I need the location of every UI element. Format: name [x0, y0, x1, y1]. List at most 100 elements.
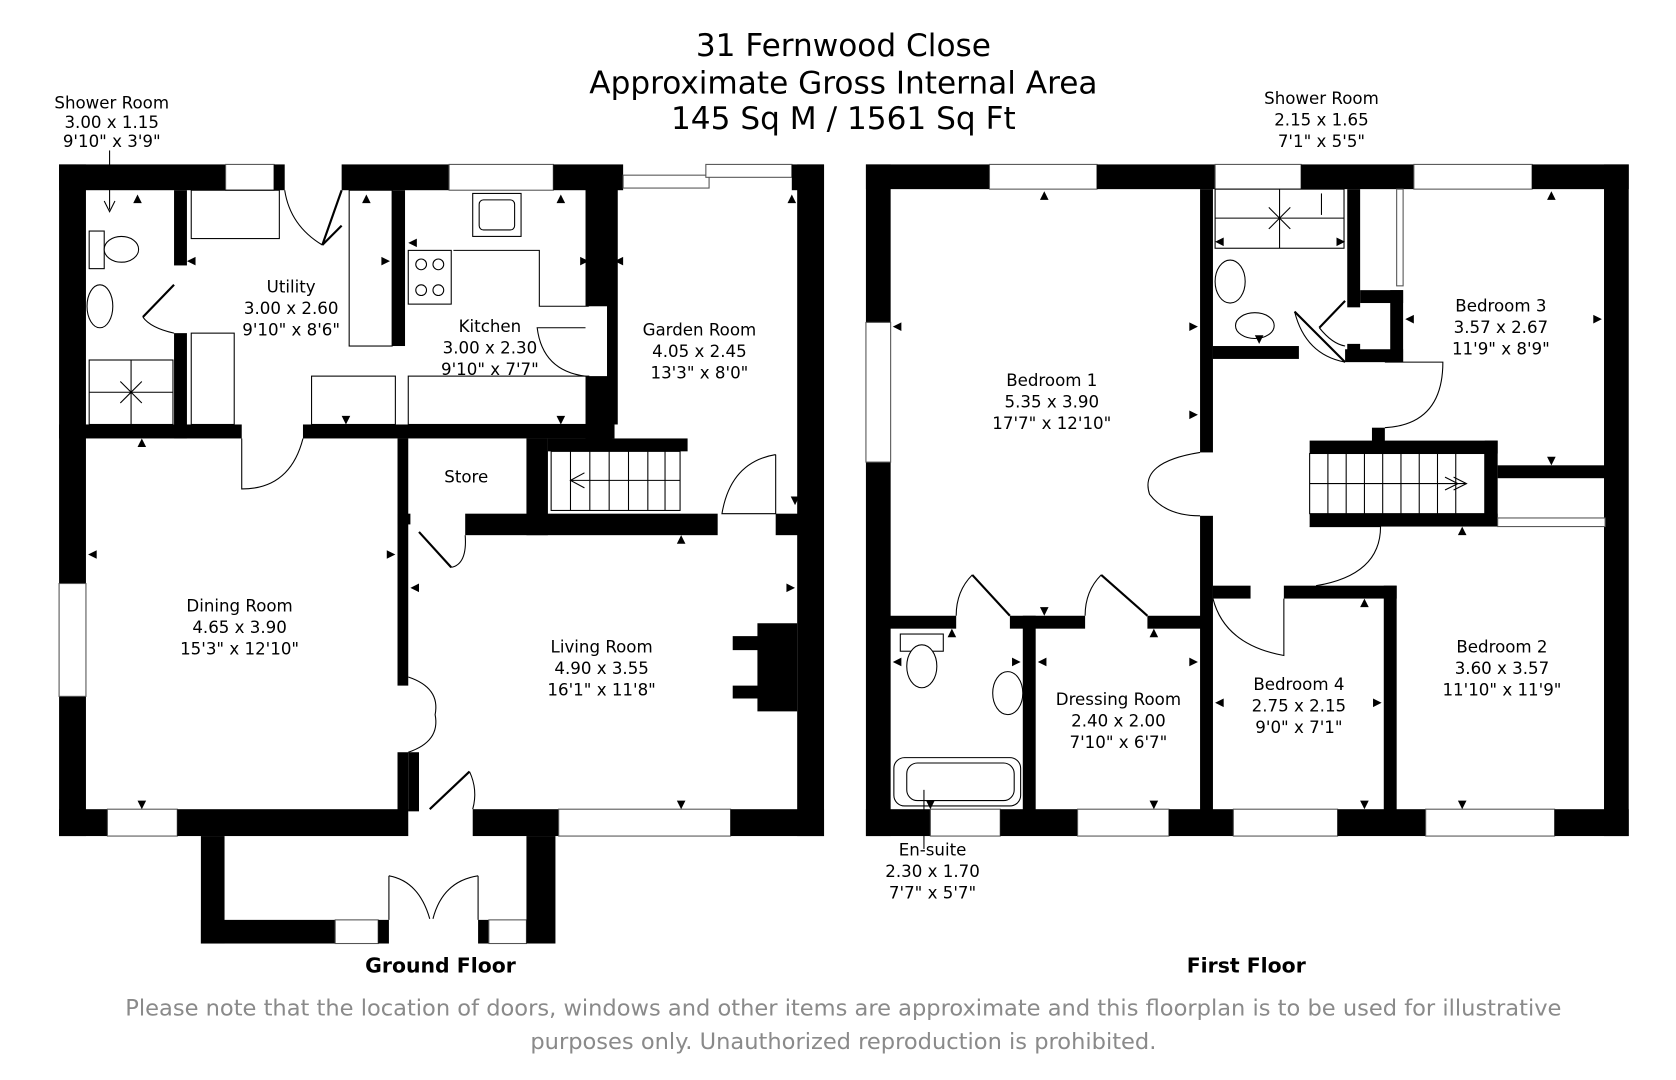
gf-dining-south-window — [106, 808, 178, 837]
gf-porch-wall — [526, 836, 556, 944]
ff-bed4-east-wall — [1383, 585, 1397, 812]
gf-garden-slider-b — [705, 163, 793, 178]
ff-stair-wall — [1309, 513, 1498, 527]
ff-bed1-east-wall — [1200, 189, 1213, 453]
ff-bed3-south-wall — [1497, 465, 1616, 479]
gf-west-wall — [59, 164, 86, 837]
gf-wall-seg — [273, 164, 285, 191]
gf-store-wall — [526, 438, 548, 536]
gf-kitchen-wall — [585, 171, 613, 307]
address-title: 31 Fernwood Close — [696, 28, 991, 64]
room-metric: 5.35 x 3.90 — [1005, 392, 1100, 411]
gf-wall-seg — [730, 809, 825, 837]
gf-porch-wall — [378, 919, 389, 944]
room-metric: 3.00 x 2.30 — [443, 339, 538, 358]
ff-room-shower: Shower Room 2.15 x 1.65 7'1" x 5'5" — [1264, 89, 1379, 151]
room-imperial: 9'0" x 7'1" — [1255, 718, 1342, 737]
gf-wall-seg — [59, 809, 108, 837]
room-metric: 2.75 x 2.15 — [1252, 696, 1347, 715]
ff-cupboard-wall — [1345, 349, 1404, 363]
room-name: Bedroom 4 — [1253, 675, 1344, 694]
room-imperial: 7'7" x 5'7" — [889, 883, 976, 902]
room-metric: 3.60 x 3.57 — [1455, 659, 1550, 678]
gf-porch-wall — [200, 919, 336, 944]
room-name: Shower Room — [54, 94, 169, 113]
gf-wall-seg — [397, 513, 411, 525]
room-imperial: 17'7" x 12'10" — [992, 414, 1111, 433]
ff-shower-wall — [1347, 189, 1361, 308]
ff-wall-seg — [1000, 809, 1078, 837]
room-name: Kitchen — [459, 317, 522, 336]
gf-wall-seg — [775, 513, 800, 536]
ff-shower-window — [1214, 163, 1302, 190]
gf-shower-wall — [174, 333, 187, 439]
basin-icon — [992, 671, 1024, 716]
gf-kitchen-window — [448, 163, 554, 191]
gf-window — [225, 163, 275, 191]
toilet-cistern-icon — [88, 230, 105, 270]
gf-porch-window — [334, 919, 379, 945]
basin-icon — [86, 284, 114, 329]
gf-room-shower: Shower Room 3.00 x 1.15 9'10" x 3'9" — [54, 94, 169, 152]
ff-wardrobe-slider — [1497, 517, 1606, 528]
ground-floor-plan: Shower Room 3.00 x 1.15 9'10" x 3'9" Uti… — [54, 94, 825, 978]
room-metric: 3.00 x 2.60 — [244, 299, 339, 318]
room-name: Garden Room — [643, 320, 757, 339]
gf-staircase — [550, 450, 681, 511]
ff-bedroom4-window — [1232, 808, 1339, 837]
gf-wall-seg — [177, 809, 409, 837]
utility-worktop — [348, 189, 393, 347]
ground-floor-label: Ground Floor — [365, 954, 516, 978]
ff-wall-seg — [1168, 809, 1234, 837]
room-name: Store — [444, 468, 488, 487]
ff-bed4-north-wall — [1283, 585, 1397, 599]
gf-dining-window — [58, 582, 87, 697]
gf-living-window — [558, 808, 732, 837]
room-name: En-suite — [899, 840, 967, 859]
ff-ensuite-dressing-wall — [1022, 615, 1036, 812]
room-name: Dining Room — [186, 596, 292, 615]
gf-wall-seg — [472, 809, 559, 837]
ff-dressing-window — [1077, 808, 1170, 837]
gf-wall-seg — [408, 752, 419, 812]
room-imperial: 11'9" x 8'9" — [1452, 340, 1550, 359]
ff-wall-seg — [865, 164, 990, 190]
ff-stair-wall — [1309, 440, 1498, 454]
hob-icon — [407, 249, 452, 305]
ff-bed1-east-wall — [1200, 515, 1213, 812]
gf-room-kitchen: Kitchen 3.00 x 2.30 9'10" x 7'7" — [441, 317, 539, 379]
gf-porch-wall — [200, 836, 225, 944]
ff-wall-seg — [1554, 809, 1629, 837]
ff-room-bedroom-3: Bedroom 3 3.57 x 2.67 11'9" x 8'9" — [1452, 297, 1550, 359]
utility-worktop — [311, 375, 396, 426]
ff-bedroom1-window — [988, 163, 1098, 190]
gf-porch-wall — [478, 919, 489, 944]
toilet-icon — [906, 644, 938, 689]
room-name: Utility — [267, 277, 316, 296]
room-name: Bedroom 3 — [1455, 297, 1546, 316]
gf-room-store: Store — [444, 468, 488, 487]
gf-store-wall — [465, 513, 718, 536]
gf-dining-living-wall — [397, 438, 409, 686]
disclaimer-line-2: purposes only. Unauthorized reproduction… — [530, 1029, 1156, 1055]
gf-room-living: Living Room 4.90 x 3.55 16'1" x 11'8" — [547, 637, 655, 699]
ff-east-wall — [1604, 164, 1629, 837]
gf-fireplace — [732, 623, 798, 712]
ff-wall-seg — [1337, 809, 1426, 837]
room-metric: 2.15 x 1.65 — [1274, 111, 1369, 130]
gf-east-wall — [797, 164, 825, 837]
ff-measure-markers — [892, 191, 1602, 810]
ff-wall-seg — [1096, 164, 1216, 190]
room-name: Bedroom 2 — [1456, 637, 1547, 656]
ff-room-en-suite: En-suite 2.30 x 1.70 7'7" x 5'7" — [885, 840, 980, 902]
kitchen-worktop — [453, 249, 589, 307]
ff-cupboard-wall — [1390, 290, 1404, 363]
room-metric: 2.30 x 1.70 — [885, 862, 980, 881]
toilet-icon — [103, 235, 140, 263]
room-metric: 2.40 x 2.00 — [1071, 711, 1166, 730]
area-value: 145 Sq M / 1561 Sq Ft — [671, 101, 1016, 137]
ff-wall-seg — [1301, 164, 1414, 190]
ff-room-dressing: Dressing Room 2.40 x 2.00 7'10" x 6'7" — [1056, 690, 1181, 752]
ff-stair-wall — [1484, 440, 1498, 522]
